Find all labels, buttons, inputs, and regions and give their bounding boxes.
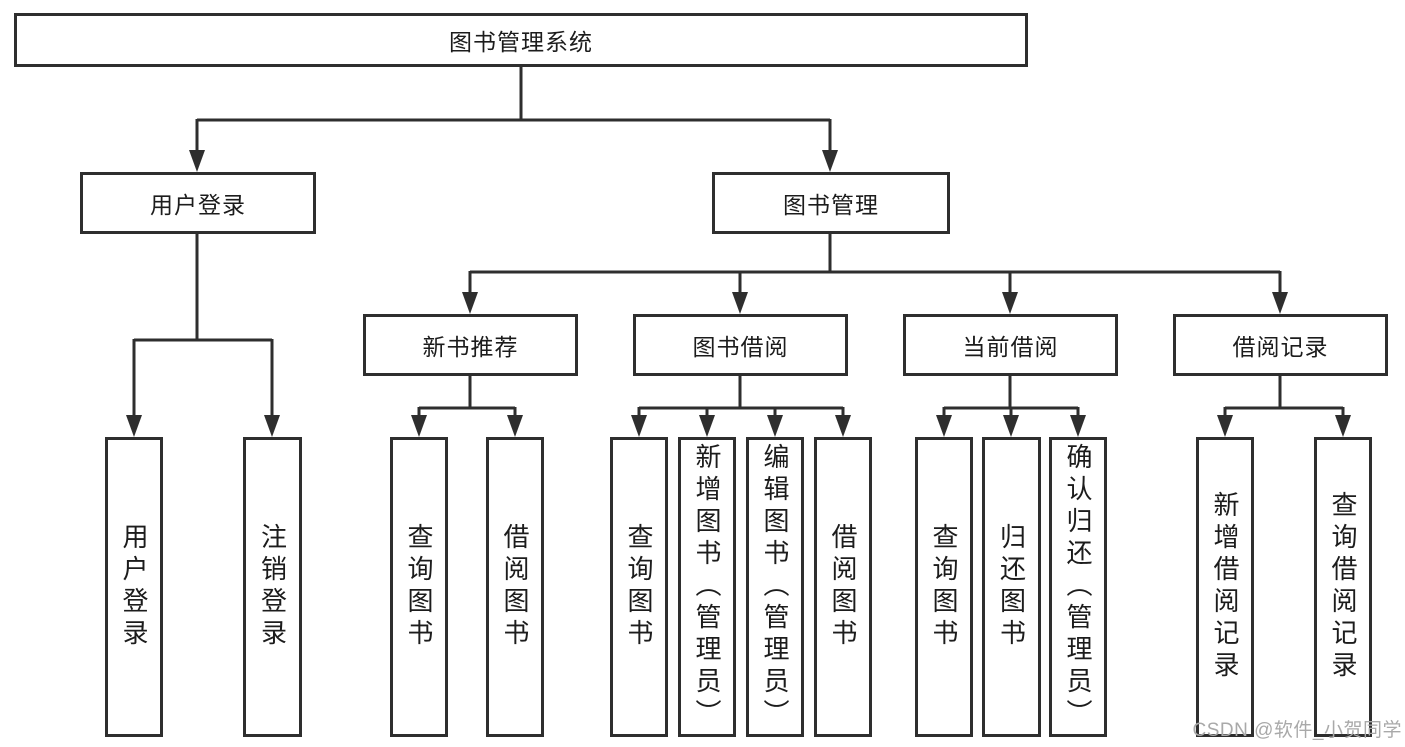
leaf-borrow-books: 借阅图书	[814, 437, 872, 737]
leaf-add-borrow-record: 新增借阅记录	[1196, 437, 1254, 737]
node-new-book-recommend-label: 新书推荐	[422, 334, 519, 360]
leaf-query-borrow-record: 查询借阅记录	[1314, 437, 1372, 737]
leaf-newbook-borrow-books-label: 借阅图书	[500, 523, 530, 651]
node-book-borrow-label: 图书借阅	[692, 334, 789, 360]
node-borrow-record-label: 借阅记录	[1232, 334, 1329, 360]
leaf-newbook-borrow-books: 借阅图书	[486, 437, 544, 737]
leaf-user-login-label: 用户登录	[119, 523, 149, 651]
csdn-watermark: CSDN @软件_小贺同学	[1192, 720, 1402, 741]
leaf-borrow-query-books: 查询图书	[610, 437, 668, 737]
leaf-newbook-query-books: 查询图书	[390, 437, 448, 737]
leaf-logout-label: 注销登录	[257, 523, 288, 651]
leaf-return-books: 归还图书	[982, 437, 1041, 737]
leaf-return-books-label: 归还图书	[996, 523, 1027, 651]
leaf-add-books-admin-label: 新增图书（管理员）	[692, 443, 722, 731]
leaf-current-query-books-label: 查询图书	[929, 523, 959, 651]
leaf-user-login: 用户登录	[105, 437, 163, 737]
leaf-edit-books-admin-label: 编辑图书（管理员）	[760, 443, 790, 731]
leaf-add-borrow-record-label: 新增借阅记录	[1210, 491, 1240, 683]
node-current-borrow: 当前借阅	[903, 314, 1118, 376]
leaf-borrow-books-label: 借阅图书	[828, 523, 858, 651]
leaf-borrow-query-books-label: 查询图书	[624, 523, 654, 651]
node-book-management-label: 图书管理	[783, 192, 879, 218]
node-borrow-record: 借阅记录	[1173, 314, 1388, 376]
leaf-query-borrow-record-label: 查询借阅记录	[1328, 491, 1358, 683]
node-book-management: 图书管理	[712, 172, 950, 234]
leaf-confirm-return-admin-label: 确认归还（管理员）	[1063, 443, 1093, 731]
leaf-confirm-return-admin: 确认归还（管理员）	[1049, 437, 1107, 737]
node-root: 图书管理系统	[14, 13, 1028, 67]
node-book-borrow: 图书借阅	[633, 314, 848, 376]
node-user-login: 用户登录	[80, 172, 316, 234]
leaf-logout: 注销登录	[243, 437, 302, 737]
leaf-add-books-admin: 新增图书（管理员）	[678, 437, 736, 737]
node-user-login-label: 用户登录	[150, 192, 246, 218]
node-root-label: 图书管理系统	[449, 29, 593, 55]
node-new-book-recommend: 新书推荐	[363, 314, 578, 376]
node-current-borrow-label: 当前借阅	[962, 334, 1059, 360]
leaf-newbook-query-books-label: 查询图书	[404, 523, 434, 651]
leaf-current-query-books: 查询图书	[915, 437, 973, 737]
leaf-edit-books-admin: 编辑图书（管理员）	[746, 437, 804, 737]
